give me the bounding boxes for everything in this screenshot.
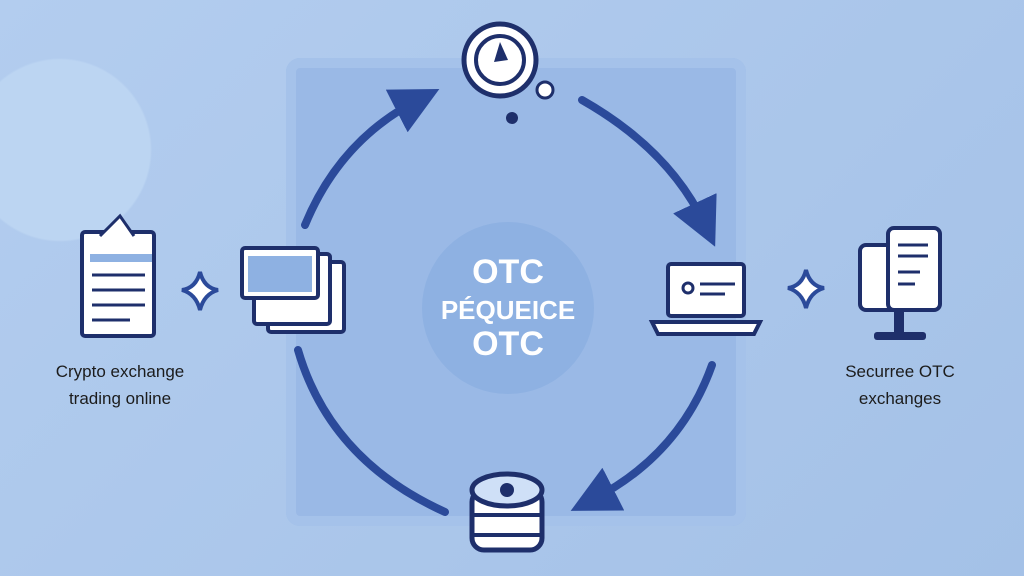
arrow-top-right — [578, 96, 717, 247]
left-caption-line-2: trading online — [68, 389, 172, 408]
arrow-top-left — [301, 89, 440, 229]
monitor-icon — [858, 226, 942, 340]
sparkle-right-icon — [787, 269, 825, 309]
laptop-icon — [648, 262, 764, 336]
arrow-bottom-right — [570, 361, 716, 511]
otc-center-badge: OTC PÉQUEICE OTC — [422, 222, 594, 394]
center-line-1: OTC — [472, 253, 544, 291]
left-caption-line-1: Crypto exchange — [55, 362, 185, 381]
right-caption: Securree OTC exchanges — [825, 358, 975, 412]
arrow-bottom-left — [294, 346, 449, 516]
browser-windows-icon — [240, 246, 346, 334]
right-caption-line-1: Securree OTC — [845, 362, 955, 381]
center-line-3: OTC — [472, 325, 544, 363]
shield-coin-icon — [461, 21, 555, 124]
center-line-2: PÉQUEICE — [440, 295, 576, 325]
coin-stack-icon — [469, 471, 545, 553]
left-caption: Crypto exchange trading online — [30, 358, 210, 412]
document-icon — [80, 213, 156, 338]
right-caption-line-2: exchanges — [858, 389, 942, 408]
sparkle-left-icon — [181, 271, 219, 311]
